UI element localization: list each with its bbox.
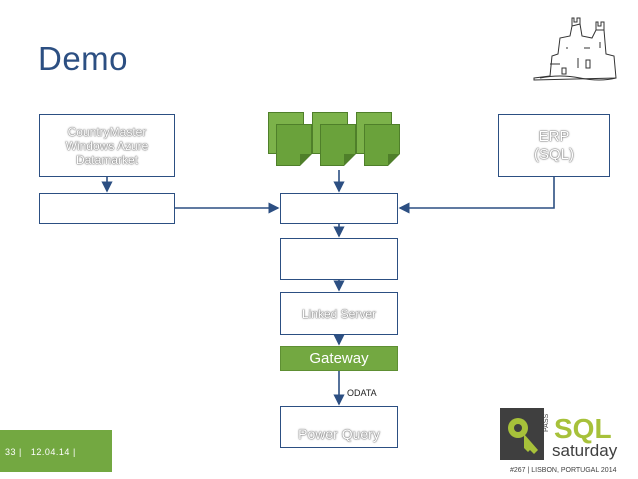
logo-subtitle: #267 | LISBON, PORTUGAL 2014 xyxy=(510,467,617,474)
arrow-erp-to-center xyxy=(398,177,555,214)
file-icon xyxy=(276,124,312,166)
processing-box xyxy=(280,238,398,280)
logo-sql-text: SQL xyxy=(554,413,612,444)
file-icon xyxy=(320,124,356,166)
power-query-box: Power Query xyxy=(280,406,398,448)
footer-separator: | xyxy=(72,447,76,457)
gateway-label: Gateway xyxy=(309,350,369,367)
odata-label: ODATA xyxy=(347,388,377,398)
footer-separator: | xyxy=(19,447,22,457)
staging-box-left xyxy=(39,193,175,224)
erp-box: ERP (SQL) xyxy=(498,114,610,177)
sqlsaturday-logo: PASS SQL saturday #267 | LISBON, PORTUGA… xyxy=(498,392,632,476)
footer-text: 33 | 12.04.14 | xyxy=(5,447,76,457)
castle-drawing xyxy=(530,8,622,86)
slide-title: Demo xyxy=(38,40,129,77)
countrymaster-box: CountryMaster Windows Azure Datamarket xyxy=(39,114,175,177)
castle-illustration xyxy=(533,17,617,81)
linked-server-box: Linked Server xyxy=(280,292,398,335)
staging-box-center xyxy=(280,193,398,224)
linked-server-label: Linked Server xyxy=(301,306,377,321)
logo-pass-text: PASS xyxy=(543,414,550,432)
footer-band xyxy=(0,430,112,472)
file-icon xyxy=(364,124,400,166)
countrymaster-label: CountryMaster Windows Azure Datamarket xyxy=(65,124,149,167)
logo-saturday-text: saturday xyxy=(552,441,618,460)
logo-graphic: PASS SQL saturday #267 | LISBON, PORTUGA… xyxy=(500,408,618,474)
gateway-box: Gateway xyxy=(280,346,398,371)
page-number: 33 xyxy=(5,447,17,457)
erp-label: ERP (SQL) xyxy=(533,127,574,163)
footer-date: 12.04.14 xyxy=(30,447,70,457)
power-query-label: Power Query xyxy=(298,426,380,442)
